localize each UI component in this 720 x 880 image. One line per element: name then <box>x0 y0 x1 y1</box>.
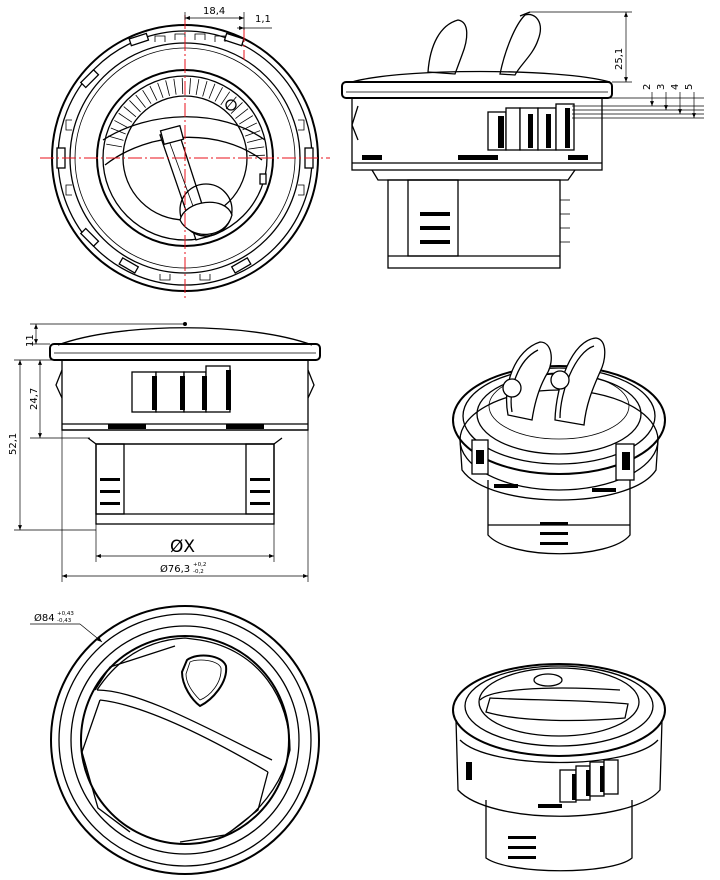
dim-dia-76-tol-dn: -0,2 <box>193 569 204 575</box>
bottom-view: Ø84 +0,43 -0,43 <box>30 605 320 875</box>
dim-1-1: 1,1 <box>255 14 271 25</box>
dim-52-1: 52,1 <box>8 433 19 455</box>
dim-24-7: 24,7 <box>29 388 40 410</box>
front-view: 11 24,7 52,1 ØX Ø76,3 +0,2 -0,2 <box>8 322 321 582</box>
dim-dia-84-tol-dn: -0,43 <box>57 618 72 624</box>
dim-dia-76: Ø76,3 <box>160 563 190 575</box>
iso-view-open <box>452 337 666 555</box>
dim-5: 5 <box>684 84 695 90</box>
dim-25-1: 25,1 <box>614 48 625 70</box>
top-view: 18,4 1,1 <box>40 6 330 300</box>
side-view: 25,1 2 3 4 5 <box>341 11 704 269</box>
dim-dia-84-tol-up: +0,43 <box>57 611 74 617</box>
dim-dia-x: ØX <box>170 537 195 557</box>
iso-view-closed <box>452 663 666 872</box>
dim-dia-76-tol-up: +0,2 <box>193 562 206 568</box>
dim-4: 4 <box>670 84 681 90</box>
dim-18-4: 18,4 <box>203 6 225 17</box>
dim-3: 3 <box>656 84 667 90</box>
dim-2: 2 <box>642 84 653 90</box>
dim-11: 11 <box>25 334 36 347</box>
dim-dia-84: Ø84 <box>34 612 55 624</box>
